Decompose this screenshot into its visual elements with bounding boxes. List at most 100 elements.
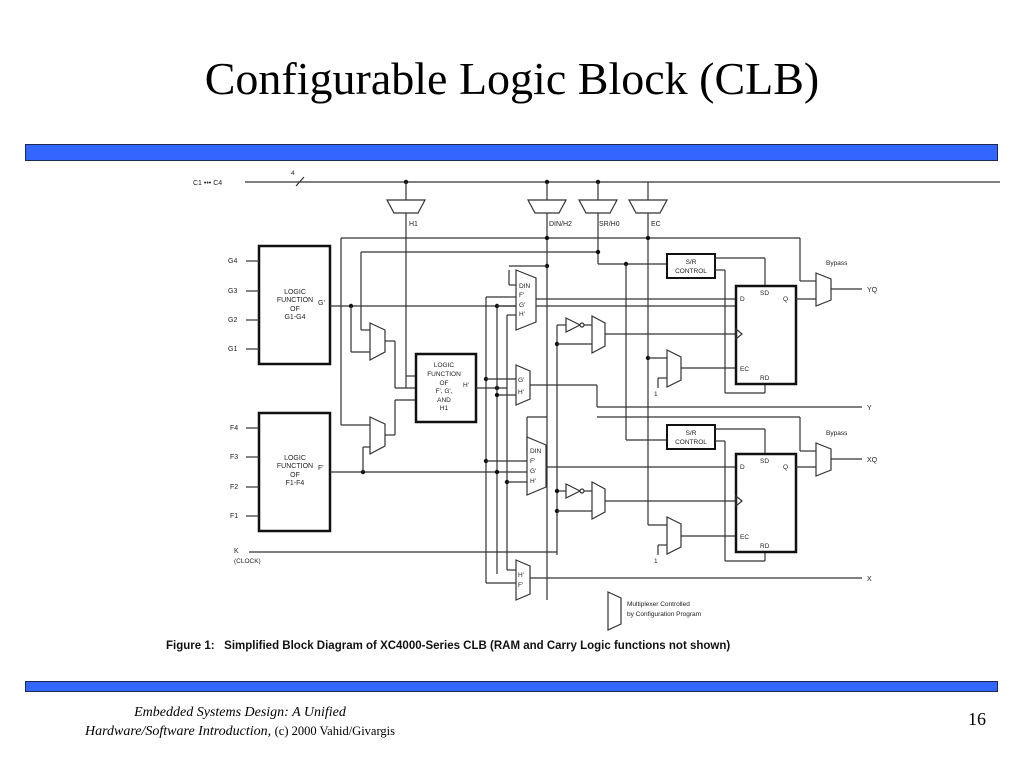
- ff-pin-label: RD: [760, 543, 770, 550]
- bus-label: C1 ••• C4: [193, 180, 222, 187]
- f-func-line: F1-F4: [286, 480, 305, 487]
- h-func-line: H1: [440, 405, 449, 412]
- ec-const-label: 1: [654, 391, 658, 398]
- ff-pin-label: D: [740, 296, 745, 303]
- sr-control-label: S/R: [686, 259, 697, 266]
- data-mux-upper: DIN F' G' H': [497, 265, 736, 331]
- output-x: X: [867, 576, 872, 583]
- bottom-divider-bar: [25, 681, 998, 692]
- mux-input-label: G': [530, 468, 536, 475]
- legend: Multiplexer Controlled by Configuration …: [607, 591, 701, 631]
- sr-control-label: CONTROL: [675, 268, 707, 275]
- h-func-line: LOGIC: [434, 362, 455, 369]
- f-func-line: LOGIC: [284, 455, 306, 462]
- output-yq: YQ: [867, 287, 878, 294]
- ff-pin-label: SD: [760, 290, 769, 297]
- routing-wires: [340, 235, 816, 441]
- h-func-line: AND: [437, 397, 451, 404]
- f-func-line: FUNCTION: [277, 463, 313, 470]
- legend-line: Multiplexer Controlled: [627, 601, 690, 608]
- ff-pin-label: EC: [740, 534, 749, 541]
- sr-control-label: S/R: [686, 430, 697, 437]
- mux-label-ec: EC: [651, 221, 661, 228]
- ff-pin-label: D: [740, 464, 745, 471]
- clock-mux-upper: [554, 314, 736, 555]
- mux-input-label: H': [518, 572, 524, 579]
- f-inputs: F4 F3 F2 F1: [230, 425, 259, 520]
- bypass-mux-upper: Bypass YQ: [815, 260, 878, 307]
- ff-pin-label: Q: [783, 464, 788, 471]
- f-input-label: F3: [230, 454, 238, 461]
- h-output-label: H': [463, 382, 469, 389]
- mux-input-label: G': [519, 302, 525, 309]
- y-output-mux: G' H' Y: [515, 364, 872, 412]
- g-func-line: G1-G4: [284, 314, 305, 321]
- bypass-label: Bypass: [826, 430, 848, 437]
- mux-input-label: F': [519, 292, 524, 299]
- g-inputs: G4 G3 G2 G1: [228, 258, 259, 353]
- g-input-label: G2: [228, 317, 237, 324]
- mux-input-label: DIN: [519, 283, 531, 290]
- h-func-line: FUNCTION: [427, 371, 461, 378]
- output-y: Y: [867, 405, 872, 412]
- g-func-line: OF: [290, 306, 300, 313]
- f-input-label: F4: [230, 425, 238, 432]
- control-mux-h1: H1: [385, 182, 427, 388]
- legend-line: by Configuration Program: [627, 611, 701, 618]
- control-bus: C1 ••• C4 4: [193, 170, 1000, 200]
- h-func-line: F', G',: [436, 388, 453, 395]
- mux-input-label: F': [518, 582, 523, 589]
- top-divider-bar: [25, 144, 998, 161]
- g-func-line: LOGIC: [284, 289, 306, 296]
- mux-label-din-h2: DIN/H2: [549, 221, 572, 228]
- ff-pin-label: EC: [740, 366, 749, 373]
- ff-pin-label: Q: [783, 296, 788, 303]
- ec-mux-upper: 1: [645, 349, 736, 398]
- g-input-label: G3: [228, 288, 237, 295]
- ff-pin-label: SD: [760, 458, 769, 465]
- footer-line-2-italic: Hardware/Software Introduction,: [84, 724, 272, 739]
- mux-input-label: H': [530, 478, 536, 485]
- ff-pin-label: RD: [760, 375, 770, 382]
- h-function-block: LOGIC FUNCTION OF F', G', AND H1 H': [414, 352, 478, 424]
- mux-input-label: DIN: [530, 448, 542, 455]
- footer-line-1: Embedded Systems Design: A Unified: [134, 705, 346, 720]
- h-input-mux-lower: [369, 399, 416, 455]
- legend-mux-icon: [607, 591, 622, 631]
- control-mux-din: DIN/H2: [526, 182, 572, 600]
- g-input-label: G4: [228, 258, 237, 265]
- mux-input-label: G': [518, 377, 524, 384]
- g-input-label: G1: [228, 346, 237, 353]
- f-function-block: LOGIC FUNCTION OF F1-F4 F': [257, 411, 332, 533]
- g-func-line: FUNCTION: [277, 297, 313, 304]
- clock-mux-lower: [554, 480, 736, 521]
- x-output-mux: H' F' X: [515, 559, 872, 601]
- bus-width-label: 4: [291, 170, 295, 177]
- figure-caption: Figure 1: Simplified Block Diagram of XC…: [166, 640, 730, 652]
- control-mux-sr: SR/H0: [577, 182, 620, 264]
- g-function-block: LOGIC FUNCTION OF G1-G4 G': [257, 244, 332, 366]
- h-input-mux-upper: [369, 322, 416, 389]
- control-mux-ec: EC: [627, 199, 669, 525]
- clock-input: K (CLOCK): [234, 548, 557, 565]
- f-input-label: F2: [230, 484, 238, 491]
- footer-line-2-plain: (c) 2000 Vahid/Givargis: [274, 724, 395, 738]
- internal-buses: [483, 296, 527, 584]
- mux-input-label: H': [519, 311, 525, 318]
- sr-control-label: CONTROL: [675, 439, 707, 446]
- mux-label-h1: H1: [409, 221, 418, 228]
- slide-title: Configurable Logic Block (CLB): [204, 53, 820, 104]
- mux-input-label: H': [518, 389, 524, 396]
- bypass-label: Bypass: [826, 260, 848, 267]
- clock-label: K: [234, 548, 239, 555]
- output-xq: XQ: [867, 457, 878, 464]
- ec-mux-lower: 1: [648, 516, 736, 565]
- ec-const-label: 1: [654, 558, 658, 565]
- sr-control-lower: S/R CONTROL: [666, 424, 766, 562]
- footer-citation: Embedded Systems Design: A Unified Hardw…: [30, 703, 450, 741]
- clock-sublabel: (CLOCK): [234, 558, 261, 565]
- data-mux-lower: DIN F' G' H': [526, 416, 736, 496]
- h-func-line: OF: [439, 380, 448, 387]
- sr-control-upper: S/R CONTROL: [666, 253, 766, 394]
